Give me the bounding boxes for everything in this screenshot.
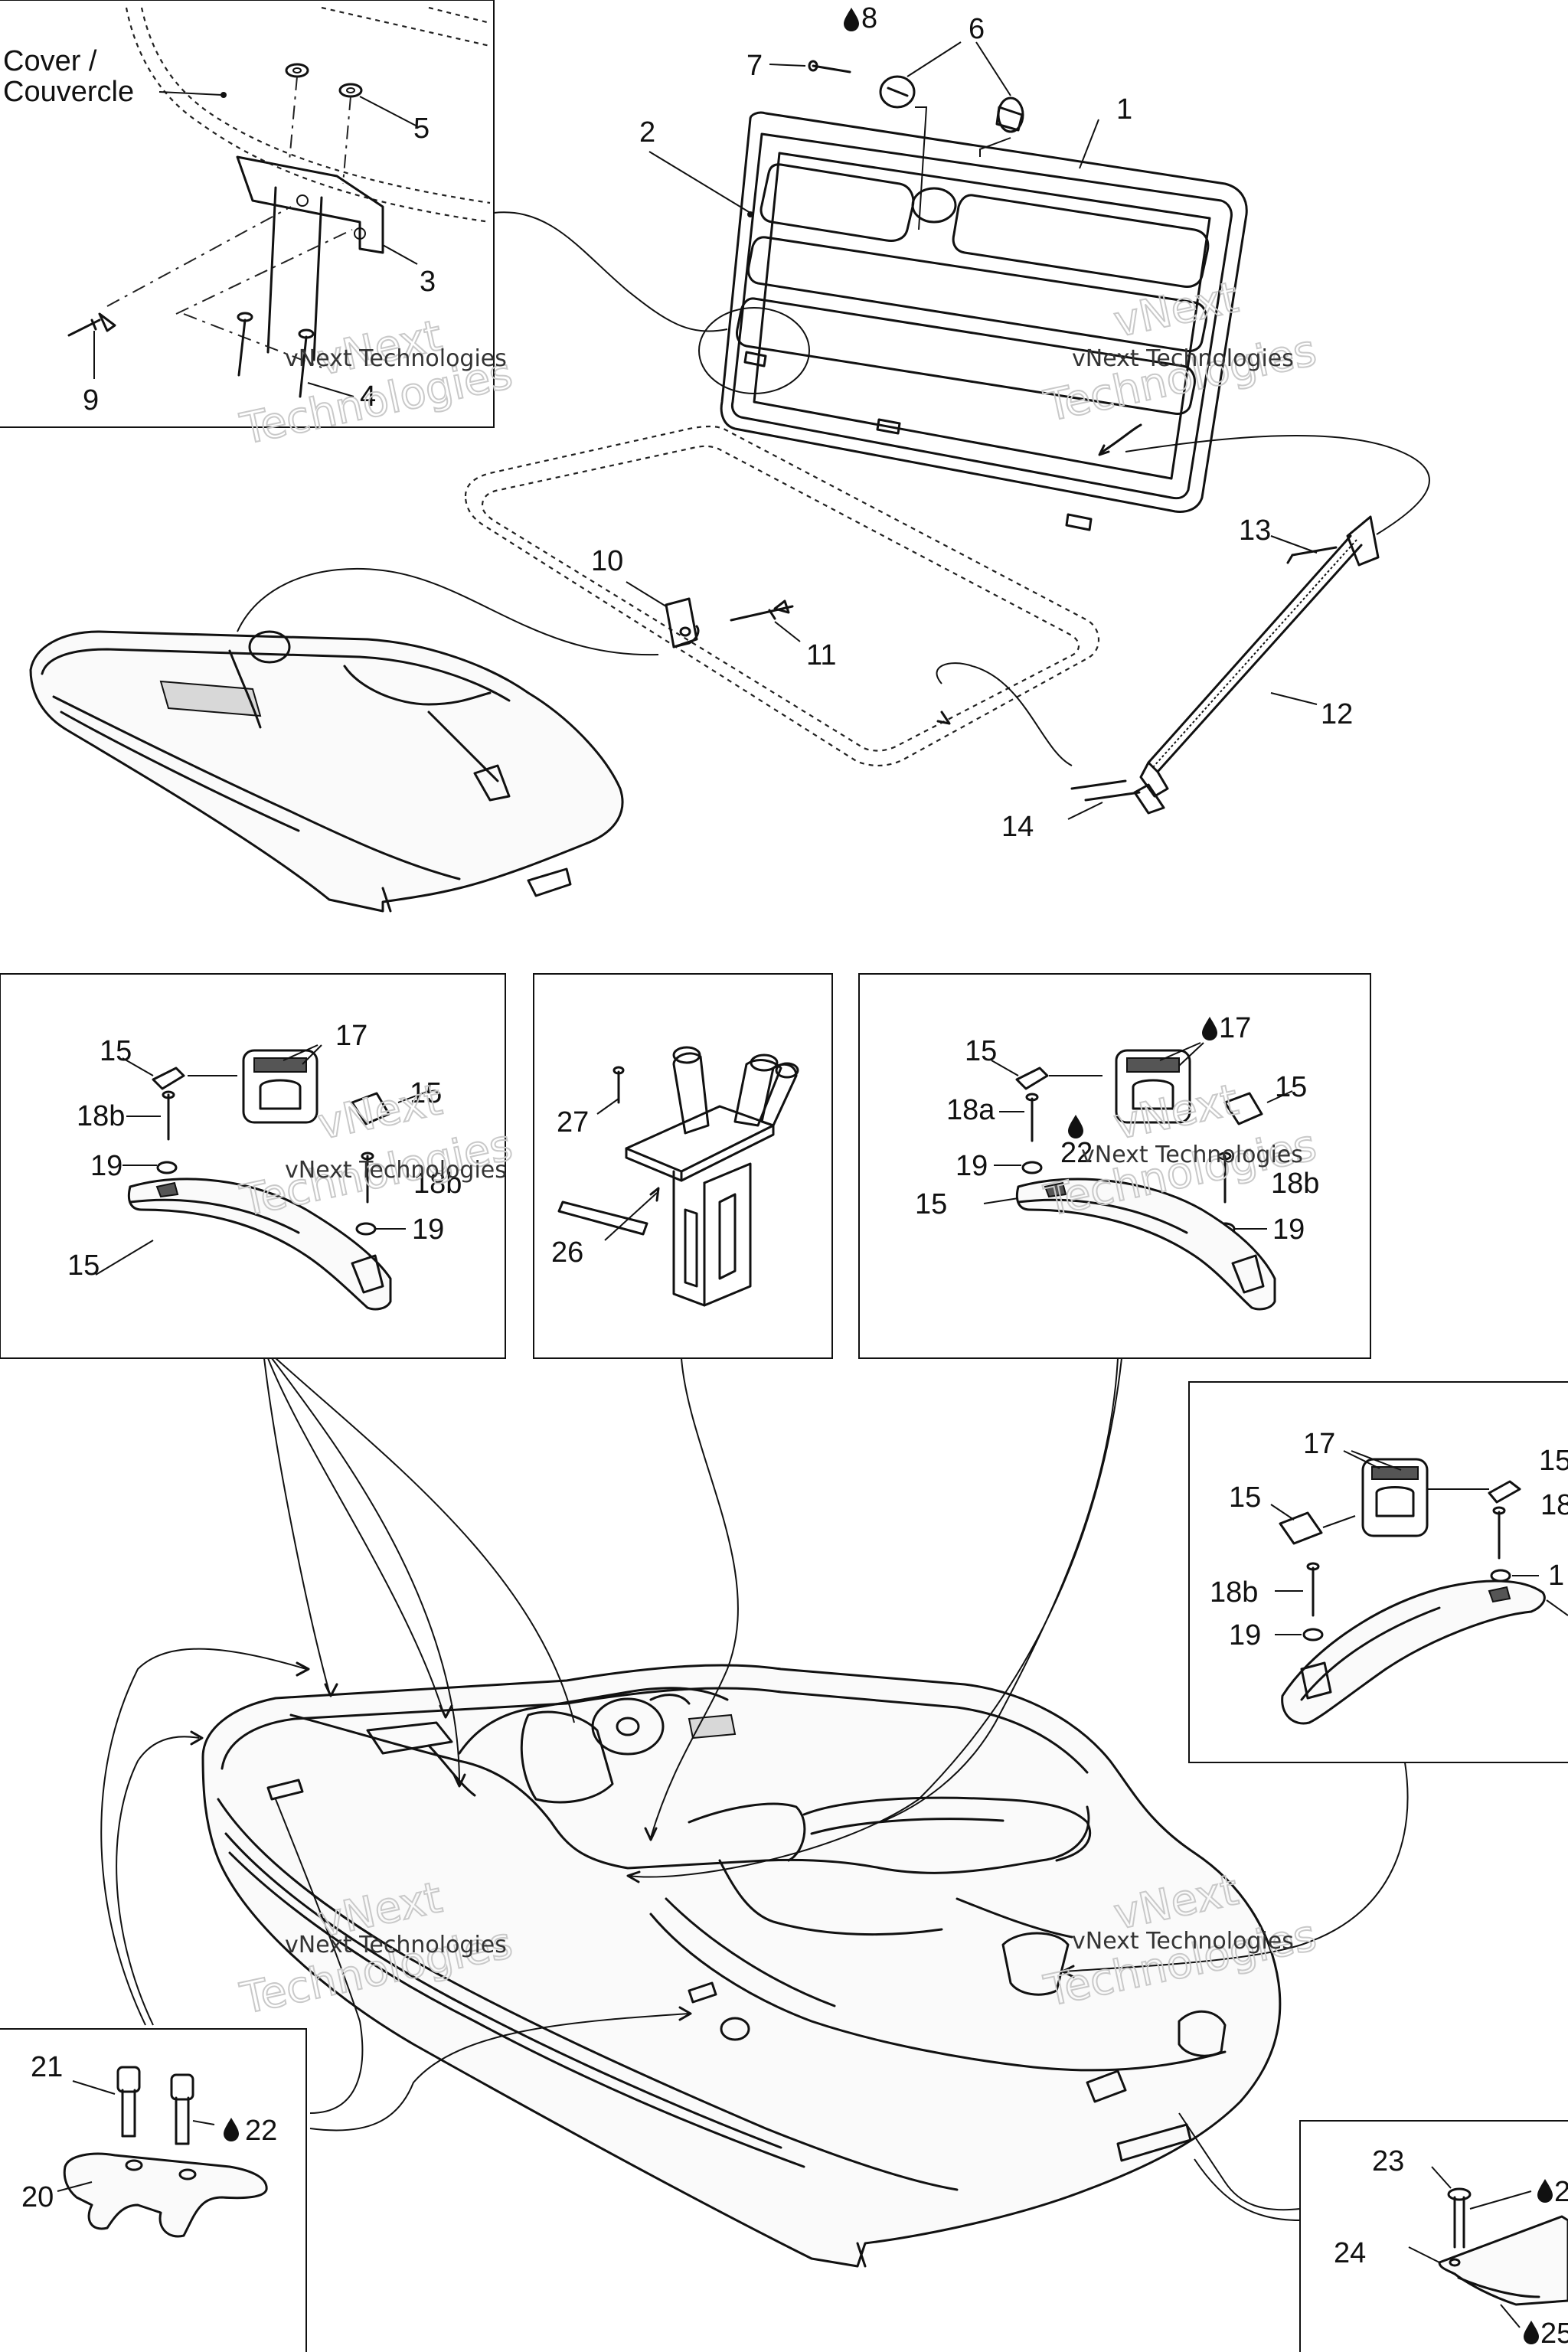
p4-callout-17: 17 bbox=[1303, 1428, 1335, 1460]
p4-callout-18: 18 bbox=[1540, 1489, 1568, 1521]
inset-leader bbox=[493, 211, 728, 332]
cover-label-line2: Couvercle bbox=[3, 76, 134, 108]
p6-callout-2: 2 bbox=[1554, 2176, 1568, 2208]
callout-4: 4 bbox=[360, 381, 376, 413]
small-boat bbox=[29, 630, 624, 913]
p1-callout-19b: 19 bbox=[412, 1214, 444, 1246]
p1-callout-18b2: 18b bbox=[413, 1168, 462, 1200]
panel-grab-handle-right bbox=[858, 973, 1371, 1359]
svg-text:vNext Technologies: vNext Technologies bbox=[285, 1932, 507, 1958]
callout-1: 1 bbox=[1116, 93, 1132, 126]
cover-label-line1: Cover / bbox=[3, 45, 97, 77]
detail-circle bbox=[698, 307, 810, 394]
p2-callout-26: 26 bbox=[551, 1236, 583, 1269]
p3-callout-18b: 18b bbox=[1271, 1168, 1319, 1200]
cover-latches bbox=[769, 8, 1024, 230]
p3-callout-15a: 15 bbox=[965, 1035, 997, 1067]
p1-callout-19a: 19 bbox=[90, 1150, 122, 1182]
p5-callout-22: 22 bbox=[245, 2115, 277, 2147]
callout-6: 6 bbox=[969, 13, 985, 45]
callout-11: 11 bbox=[806, 639, 836, 671]
main-boat bbox=[201, 1664, 1282, 2268]
p4-callout-15a: 15 bbox=[1539, 1445, 1568, 1477]
panel-grab-handle-left bbox=[0, 973, 506, 1359]
engine-opening bbox=[464, 425, 1099, 766]
callout-2: 2 bbox=[639, 116, 655, 149]
latch-bracket-10 bbox=[626, 581, 801, 648]
callout-3: 3 bbox=[420, 266, 436, 298]
p3-callout-19a: 19 bbox=[956, 1150, 988, 1182]
p6-callout-23: 23 bbox=[1372, 2145, 1404, 2177]
callout-14: 14 bbox=[1001, 811, 1034, 843]
p4-callout-1: 1 bbox=[1548, 1560, 1564, 1592]
p5-callout-20: 20 bbox=[21, 2181, 54, 2213]
svg-text:vNext Technologies: vNext Technologies bbox=[285, 1157, 507, 1184]
p5-callout-21: 21 bbox=[31, 2051, 63, 2083]
gas-spring bbox=[936, 435, 1430, 820]
p3-callout-22: 22 bbox=[1060, 1137, 1093, 1169]
p3-callout-15c: 15 bbox=[915, 1188, 947, 1220]
engine-cover bbox=[648, 111, 1248, 531]
svg-text:vNext Technologies: vNext Technologies bbox=[1072, 1928, 1294, 1955]
panel-fitting bbox=[1299, 2120, 1568, 2352]
p6-callout-24: 24 bbox=[1334, 2237, 1366, 2269]
panel-cleat bbox=[0, 2028, 307, 2352]
p4-callout-15b: 15 bbox=[1229, 1481, 1261, 1514]
callout-10: 10 bbox=[591, 545, 623, 577]
p3-callout-19b: 19 bbox=[1272, 1214, 1305, 1246]
inset-cover-hinge: Cover / Couvercle 5 3 9 bbox=[0, 0, 495, 428]
callout-12: 12 bbox=[1321, 698, 1353, 730]
svg-text:vNext: vNext bbox=[1109, 273, 1243, 348]
p1-callout-18b1: 18b bbox=[77, 1100, 125, 1132]
callout-5: 5 bbox=[413, 113, 430, 145]
svg-text:vNext Technologies: vNext Technologies bbox=[285, 345, 507, 372]
svg-text:vNext Technologies: vNext Technologies bbox=[1072, 345, 1294, 372]
p6-callout-25: 25 bbox=[1540, 2318, 1568, 2350]
panel-throttle bbox=[533, 973, 833, 1359]
p3-callout-18a: 18a bbox=[946, 1094, 995, 1126]
callout-7: 7 bbox=[746, 50, 763, 82]
callout-leaders bbox=[100, 1357, 1409, 2221]
svg-text:vNext Technologies: vNext Technologies bbox=[1081, 1142, 1303, 1168]
p4-callout-18b: 18b bbox=[1210, 1576, 1258, 1609]
callout-8: 8 bbox=[861, 2, 877, 34]
p3-callout-17: 17 bbox=[1219, 1012, 1251, 1044]
p1-callout-15b: 15 bbox=[410, 1077, 442, 1109]
p4-callout-19: 19 bbox=[1229, 1619, 1261, 1651]
panel-grab-handle-side bbox=[1188, 1381, 1568, 1763]
p1-callout-15c: 15 bbox=[67, 1250, 100, 1282]
p1-callout-15a: 15 bbox=[100, 1035, 132, 1067]
p3-callout-15b: 15 bbox=[1275, 1071, 1307, 1103]
p1-callout-17: 17 bbox=[335, 1020, 368, 1052]
p2-callout-27: 27 bbox=[557, 1106, 589, 1138]
callout-13: 13 bbox=[1239, 514, 1271, 547]
callout-9: 9 bbox=[83, 384, 99, 416]
boat-leader bbox=[237, 567, 659, 656]
